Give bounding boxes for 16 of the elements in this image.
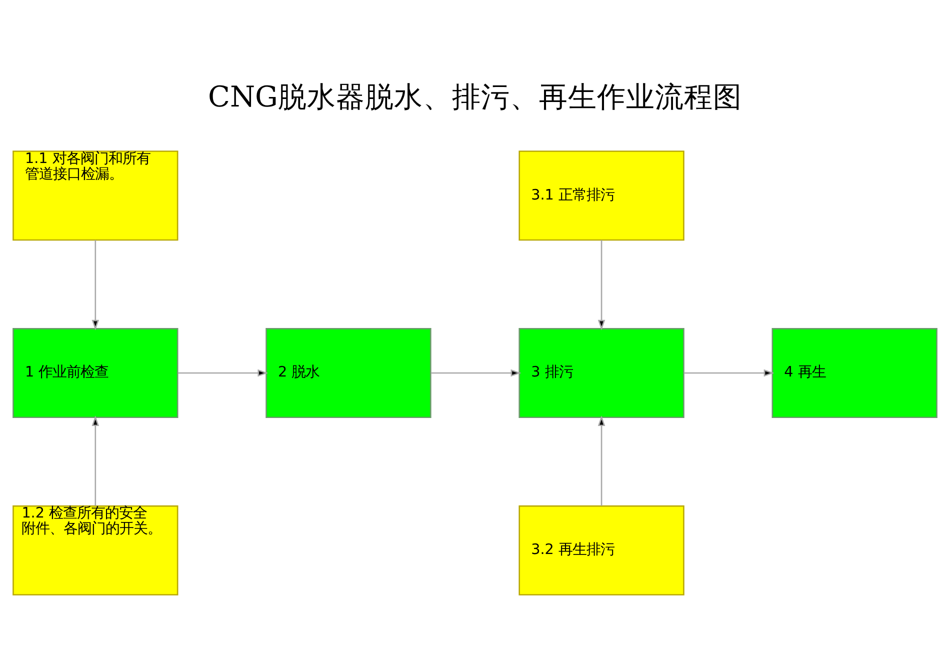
node-box: 1.2 检查所有的安全附件、各阀门的开关。 bbox=[12, 504, 178, 595]
arrow bbox=[92, 240, 100, 330]
node-box: 1.1 对各阀门和所有管道接口检漏。 bbox=[12, 150, 178, 240]
node-box: 4 再生 bbox=[772, 328, 938, 418]
arrow bbox=[684, 368, 774, 376]
node-box: 1 作业前检查 bbox=[12, 328, 178, 418]
node-box: 3.2 再生排污 bbox=[518, 504, 684, 595]
node-box: 3 排污 bbox=[518, 328, 684, 418]
arrow bbox=[178, 368, 268, 376]
diagram-title: CNG脱水器脱水、排污、再生作业流程图 bbox=[208, 78, 742, 113]
node-box: 2 脱水 bbox=[266, 328, 432, 418]
arrow bbox=[92, 415, 100, 506]
arrow bbox=[598, 415, 606, 506]
arrow bbox=[431, 368, 522, 376]
arrow bbox=[598, 240, 606, 330]
node-box: 3.1 正常排污 bbox=[518, 150, 684, 240]
